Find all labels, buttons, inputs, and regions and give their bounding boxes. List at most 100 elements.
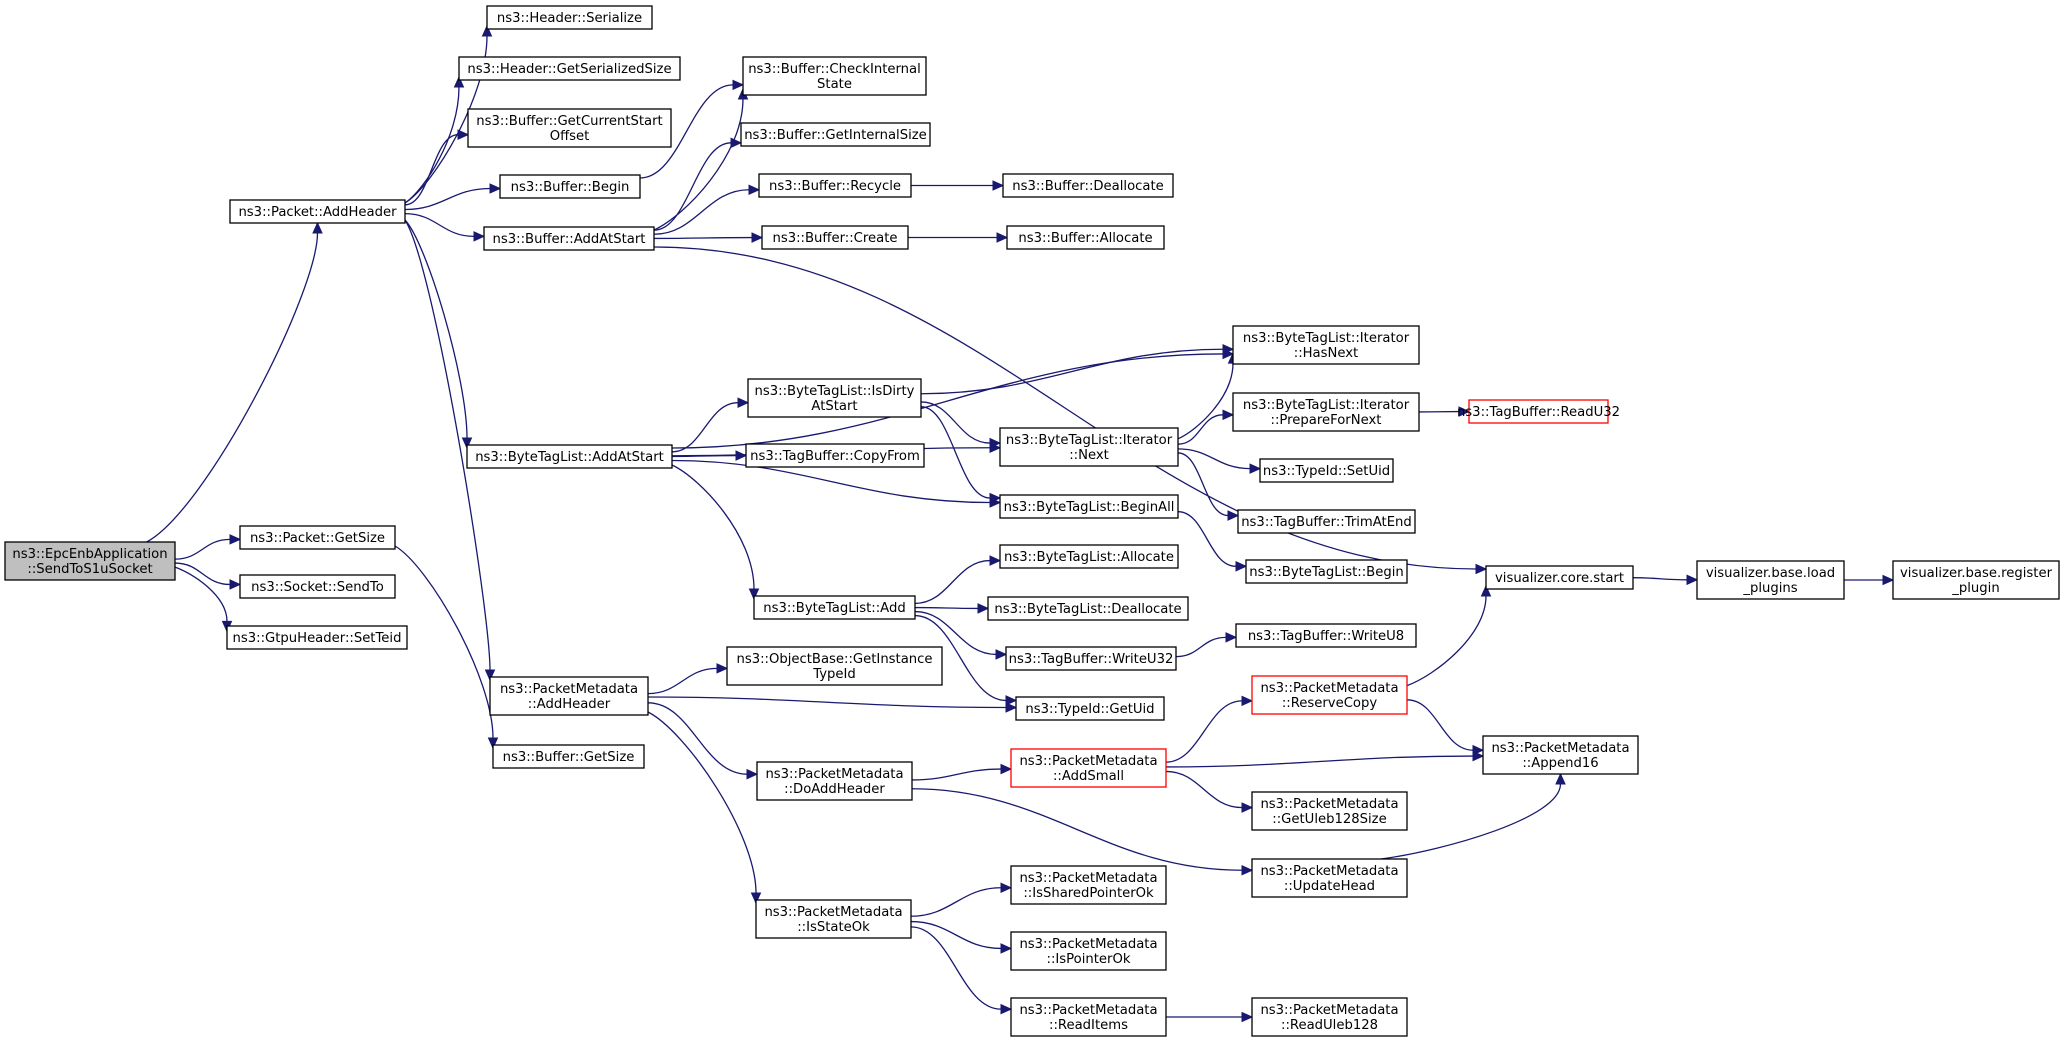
node-box <box>1005 646 1177 671</box>
node-buffer-recycle[interactable]: ns3::Buffer::Recycle <box>758 173 912 198</box>
call-edge-bytetaglist-iterator-next-to-bytetaglist-iterator-preparefornext <box>1177 409 1235 445</box>
node-typeid-getuid[interactable]: ns3::TypeId::GetUid <box>1015 696 1165 721</box>
call-edge-line <box>653 98 744 231</box>
node-header-serialize[interactable]: ns3::Header::Serialize <box>486 5 653 30</box>
node-box <box>1251 675 1408 715</box>
node-bytetaglist-add[interactable]: ns3::ByteTagList::Add <box>753 595 916 620</box>
call-edge-buffer-recycle-to-buffer-deallocate <box>910 180 1005 191</box>
call-edge-visualizer-core-start-to-visualizer-base-load-plugins <box>1632 574 1699 586</box>
call-edge-bytetaglist-add-to-bytetaglist-deallocate <box>914 603 990 614</box>
node-bytetaglist-deallocate[interactable]: ns3::ByteTagList::Deallocate <box>987 596 1189 621</box>
node-tagbuffer-writeu32[interactable]: ns3::TagBuffer::WriteU32 <box>1005 646 1177 671</box>
call-edge-buffer-addatstart-to-buffer-recycle <box>653 184 761 235</box>
node-visualizer-base-load-plugins[interactable]: visualizer.base.load_plugins <box>1696 560 1845 600</box>
node-packetmetadata-updatehead[interactable]: ns3::PacketMetadata::UpdateHead <box>1251 858 1408 898</box>
call-edge-line <box>910 920 1002 950</box>
node-packetmetadata-isstateok[interactable]: ns3::PacketMetadata::IsStateOk <box>755 899 912 939</box>
node-packetmetadata-readitems[interactable]: ns3::PacketMetadata::ReadItems <box>1010 997 1167 1037</box>
node-tagbuffer-writeu8[interactable]: ns3::TagBuffer::WriteU8 <box>1235 623 1417 648</box>
node-bytetaglist-iterator-next[interactable]: ns3::ByteTagList::Iterator::Next <box>999 427 1179 467</box>
call-edge-line <box>671 353 1224 449</box>
node-buffer-deallocate[interactable]: ns3::Buffer::Deallocate <box>1002 173 1174 198</box>
call-edge-buffer-addatstart-to-buffer-create <box>653 232 764 243</box>
node-packetmetadata-addsmall[interactable]: ns3::PacketMetadata::AddSmall <box>1010 748 1167 788</box>
node-label: ::AddHeader <box>528 697 611 712</box>
call-edge-line <box>1177 452 1229 517</box>
node-packetmetadata-issharedpointerok[interactable]: ns3::PacketMetadata::IsSharedPointerOk <box>1010 865 1167 905</box>
arrowhead-icon <box>737 397 750 408</box>
node-packetmetadata-getuleb128size[interactable]: ns3::PacketMetadata::GetUleb128Size <box>1251 791 1408 831</box>
call-edge-line <box>1406 699 1474 751</box>
call-edge-packetmetadata-reservecopy-to-visualizer-core-start <box>1406 584 1492 687</box>
call-edge-line <box>914 559 991 605</box>
call-edge-line <box>1406 595 1487 687</box>
node-gtpuheader-setteid[interactable]: ns3::GtpuHeader::SetTeid <box>226 625 408 650</box>
node-bytetaglist-begin[interactable]: ns3::ByteTagList::Begin <box>1245 559 1408 584</box>
node-buffer-create[interactable]: ns3::Buffer::Create <box>761 225 909 250</box>
node-box <box>1232 392 1420 432</box>
call-edge-line <box>914 610 997 656</box>
node-tagbuffer-copyfrom[interactable]: ns3::TagBuffer::CopyFrom <box>745 443 925 468</box>
node-packetmetadata-ispointerok[interactable]: ns3::PacketMetadata::IsPointerOk <box>1010 931 1167 971</box>
node-visualizer-core-start[interactable]: visualizer.core.start <box>1485 565 1634 590</box>
arrowhead-icon <box>1000 943 1013 954</box>
call-edge-line <box>647 667 718 695</box>
node-label: ::ReadUleb128 <box>1281 1018 1378 1033</box>
node-buffer-addatstart[interactable]: ns3::Buffer::AddAtStart <box>483 226 655 251</box>
call-edge-line <box>1632 577 1688 581</box>
node-buffer-allocate[interactable]: ns3::Buffer::Allocate <box>1006 225 1165 250</box>
call-edge-line <box>404 86 460 204</box>
node-buffer-getsize[interactable]: ns3::Buffer::GetSize <box>492 744 645 769</box>
call-edge-packetmetadata-addheader-to-packetmetadata-isstateok <box>647 711 762 905</box>
call-edge-bytetaglist-add-to-typeid-getuid <box>914 614 1018 706</box>
arrowhead-icon <box>1222 409 1235 421</box>
node-label: ns3::ByteTagList::Allocate <box>1004 550 1174 565</box>
call-edge-line <box>910 926 1002 1010</box>
node-bytetaglist-addatstart[interactable]: ns3::ByteTagList::AddAtStart <box>466 444 673 469</box>
call-edge-line <box>910 887 1002 917</box>
call-edge-sendtos1usocket-to-packet-getsize <box>174 534 242 560</box>
node-buffer-begin[interactable]: ns3::Buffer::Begin <box>499 174 641 199</box>
node-socket-sendto[interactable]: ns3::Socket::SendTo <box>239 574 396 599</box>
arrowhead-icon <box>1475 563 1488 575</box>
node-packet-getsize[interactable]: ns3::Packet::GetSize <box>239 525 396 550</box>
arrowhead-icon <box>1241 695 1254 707</box>
node-box <box>1237 509 1416 534</box>
arrowhead-icon <box>1458 406 1471 417</box>
node-label: ns3::PacketMetadata <box>764 905 902 920</box>
node-packetmetadata-append16[interactable]: ns3::PacketMetadata::Append16 <box>1482 735 1639 775</box>
node-box <box>747 378 922 418</box>
node-bytetaglist-iterator-preparefornext[interactable]: ns3::ByteTagList::Iterator::PrepareForNe… <box>1232 392 1420 432</box>
node-label: ns3::PacketMetadata <box>1019 871 1157 886</box>
call-edge-line <box>1165 755 1474 768</box>
node-bytetaglist-beginall[interactable]: ns3::ByteTagList::BeginAll <box>999 494 1179 519</box>
node-typeid-setuid[interactable]: ns3::TypeId::SetUid <box>1259 458 1394 483</box>
node-packetmetadata-addheader[interactable]: ns3::PacketMetadata::AddHeader <box>489 676 649 716</box>
node-visualizer-base-register-plugin[interactable]: visualizer.base.register_plugin <box>1892 560 2060 600</box>
node-label: ns3::Buffer::Begin <box>511 180 630 195</box>
call-edge-packetmetadata-isstateok-to-packetmetadata-ispointerok <box>910 920 1013 954</box>
node-box <box>489 676 649 716</box>
node-box <box>1468 399 1609 424</box>
node-box <box>466 444 673 469</box>
node-bytetaglist-iterator-hasnext[interactable]: ns3::ByteTagList::Iterator::HasNext <box>1232 325 1420 365</box>
node-packetmetadata-reservecopy[interactable]: ns3::PacketMetadata::ReserveCopy <box>1251 675 1408 715</box>
call-edge-line <box>914 606 979 610</box>
arrowhead-icon <box>1686 574 1699 586</box>
node-tagbuffer-readu32[interactable]: ns3::TagBuffer::ReadU32 <box>1457 399 1620 424</box>
node-packet-addheader[interactable]: ns3::Packet::AddHeader <box>229 199 406 224</box>
node-packetmetadata-readuleb128[interactable]: ns3::PacketMetadata::ReadUleb128 <box>1251 997 1408 1037</box>
node-bytetaglist-allocate[interactable]: ns3::ByteTagList::Allocate <box>999 544 1179 569</box>
call-edge-line <box>1177 511 1237 567</box>
node-buffer-getinternalsize[interactable]: ns3::Buffer::GetInternalSize <box>740 122 931 147</box>
node-header-getserializedsize[interactable]: ns3::Header::GetSerializedSize <box>458 56 681 81</box>
node-tagbuffer-trimatend[interactable]: ns3::TagBuffer::TrimAtEnd <box>1237 509 1416 534</box>
arrowhead-icon <box>229 579 242 590</box>
node-box <box>753 595 916 620</box>
node-packetmetadata-doaddheader[interactable]: ns3::PacketMetadata::DoAddHeader <box>756 761 913 801</box>
node-label: ns3::Buffer::AddAtStart <box>493 232 646 247</box>
